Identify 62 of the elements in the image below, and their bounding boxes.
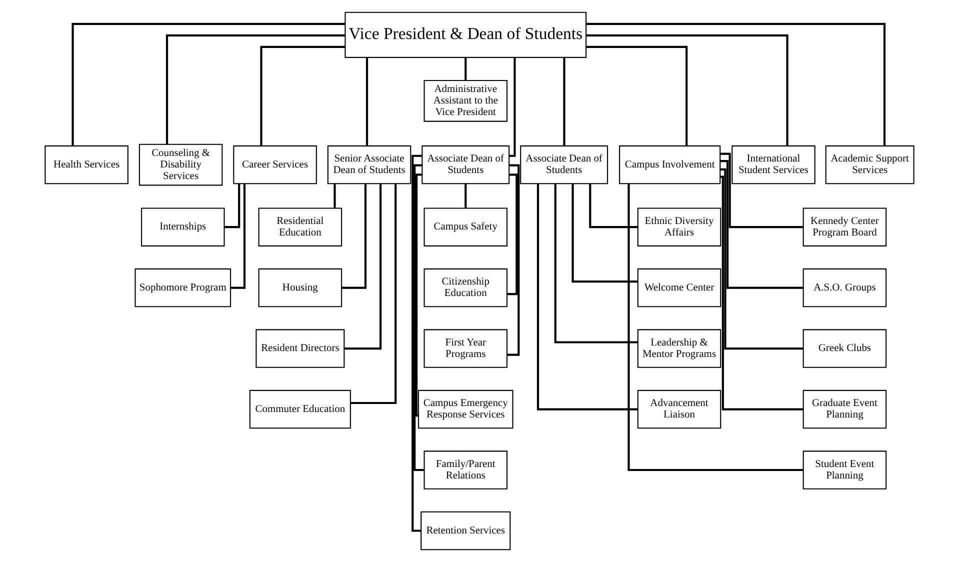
connector bbox=[720, 176, 804, 410]
connector bbox=[589, 184, 638, 228]
connector bbox=[507, 164, 520, 356]
node-box: Associate Dean of Students bbox=[422, 145, 510, 184]
connector bbox=[350, 184, 397, 404]
node-box: Commuter Education bbox=[249, 390, 351, 429]
connector bbox=[72, 22, 346, 146]
node-box: Leadership & Mentor Programs bbox=[637, 329, 722, 368]
node-box: Senior Associate Dean of Students bbox=[327, 145, 412, 184]
node-box: Ethnic Diversity Affairs bbox=[637, 208, 722, 246]
node-box: Campus Involvement bbox=[619, 145, 721, 184]
connector bbox=[342, 184, 367, 289]
connector bbox=[334, 184, 336, 208]
node-box: Advancement Liaison bbox=[637, 390, 722, 429]
connector bbox=[554, 184, 638, 344]
connector bbox=[720, 160, 804, 289]
node-box: Counseling & Disability Services bbox=[138, 144, 223, 186]
connector bbox=[344, 184, 382, 350]
connector bbox=[586, 34, 788, 146]
node-box: Campus Safety bbox=[424, 208, 508, 246]
node-box: Vice President & Dean of Students bbox=[344, 12, 587, 58]
node-box: Retention Services bbox=[420, 511, 511, 550]
node-box: Campus Emergency Response Services bbox=[418, 390, 514, 429]
connector bbox=[586, 22, 886, 146]
node-box: Career Services bbox=[233, 145, 317, 184]
node-box: Family/Parent Relations bbox=[424, 450, 508, 490]
node-box: First Year Programs bbox=[424, 329, 508, 368]
node-box: Housing bbox=[258, 268, 342, 308]
node-box: Internships bbox=[141, 208, 225, 246]
node-box: International Student Services bbox=[732, 145, 816, 184]
connector bbox=[166, 34, 346, 144]
node-box: Student Event Planning bbox=[802, 450, 887, 490]
connector bbox=[414, 164, 424, 472]
connector bbox=[628, 184, 804, 472]
node-box: Associate Dean of Students bbox=[520, 145, 608, 184]
node-box: Sophomore Program bbox=[134, 268, 232, 308]
node-box: Administrative Assistant to the Vice President bbox=[424, 80, 508, 122]
connector bbox=[720, 168, 804, 350]
connector bbox=[224, 184, 240, 228]
node-box: Academic Support Services bbox=[825, 145, 914, 184]
connector bbox=[464, 184, 467, 208]
node-box: A.S.O. Groups bbox=[802, 268, 887, 308]
node-box: Resident Directors bbox=[256, 329, 345, 368]
connector bbox=[536, 184, 638, 410]
connector bbox=[586, 46, 688, 146]
node-box: Welcome Center bbox=[637, 268, 722, 308]
node-box: Kennedy Center Program Board bbox=[802, 208, 887, 246]
node-box: Greek Clubs bbox=[802, 329, 887, 368]
node-box: Graduate Event Planning bbox=[802, 390, 887, 429]
connector bbox=[415, 174, 422, 417]
connector bbox=[563, 58, 566, 146]
connector bbox=[572, 184, 638, 283]
connector bbox=[464, 58, 467, 80]
node-box: Health Services bbox=[44, 145, 128, 184]
connector bbox=[509, 58, 516, 157]
connector bbox=[720, 152, 804, 228]
connector bbox=[507, 174, 518, 296]
connector bbox=[260, 46, 345, 146]
connector bbox=[412, 154, 422, 532]
connector bbox=[366, 58, 368, 146]
node-box: Citizenship Education bbox=[424, 268, 508, 308]
node-box: Residential Education bbox=[258, 208, 342, 246]
